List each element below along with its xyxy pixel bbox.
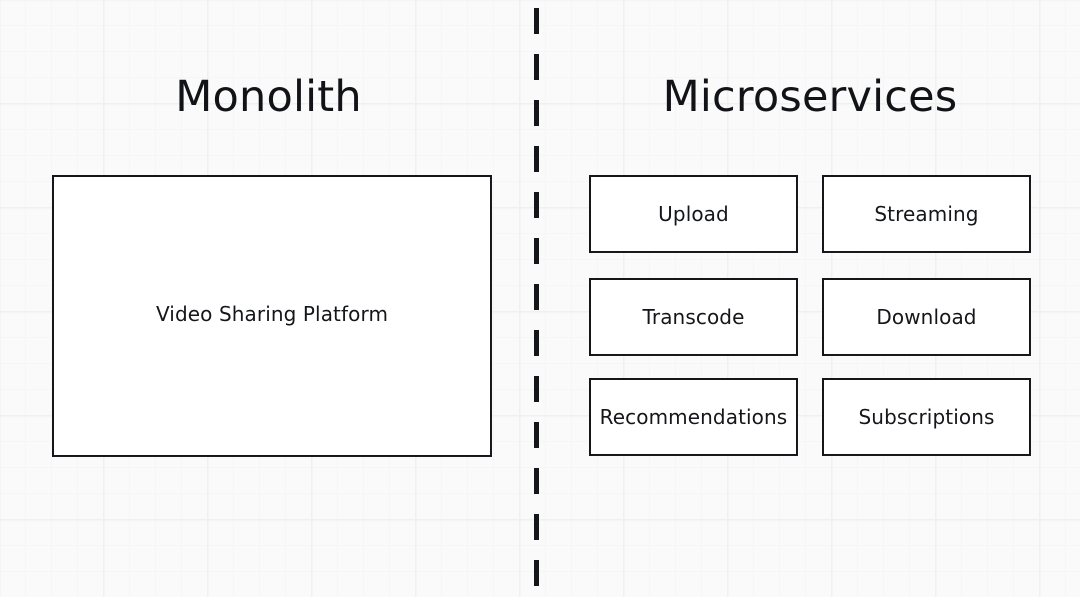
shape-label-download: Download <box>876 305 977 329</box>
shape-monolith-video-sharing-platform[interactable]: Video Sharing Platform <box>52 175 492 457</box>
shape-label-recommendations: Recommendations <box>599 405 788 429</box>
panel-title-monolith: Monolith <box>175 72 362 122</box>
vertical-dashed-divider <box>534 8 539 590</box>
shape-microservice-streaming[interactable]: Streaming <box>822 175 1031 253</box>
shape-label-streaming: Streaming <box>874 202 979 226</box>
divider-dash-line <box>534 8 539 590</box>
shape-label-subscriptions: Subscriptions <box>858 405 995 429</box>
shape-microservice-upload[interactable]: Upload <box>589 175 798 253</box>
shape-microservice-recommendations[interactable]: Recommendations <box>589 378 798 456</box>
shape-microservice-transcode[interactable]: Transcode <box>589 278 798 356</box>
panel-title-microservices: Microservices <box>662 72 958 122</box>
shape-microservice-download[interactable]: Download <box>822 278 1031 356</box>
shape-label-transcode: Transcode <box>642 305 745 329</box>
shape-label-upload: Upload <box>658 202 729 226</box>
shape-microservice-subscriptions[interactable]: Subscriptions <box>822 378 1031 456</box>
shape-label-monolith: Video Sharing Platform <box>155 302 389 326</box>
